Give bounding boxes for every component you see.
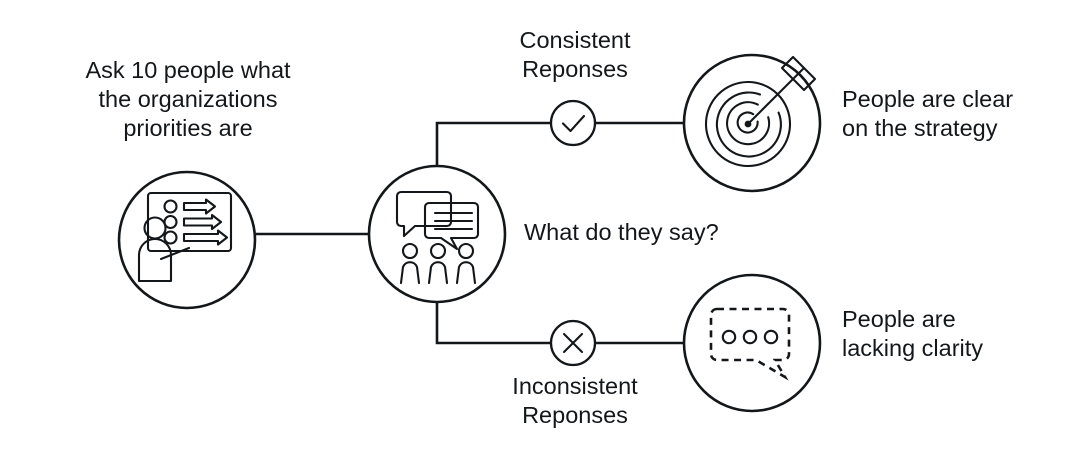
check-glyph xyxy=(561,114,586,133)
label-outcome-top: People are clear on the strategy xyxy=(842,86,1014,142)
speech-bubbles-people-icon xyxy=(395,190,480,285)
label-center-prompt: What do they say? xyxy=(524,219,719,245)
node-outcome-top-circle[interactable] xyxy=(682,53,822,193)
cross-glyph xyxy=(562,332,584,354)
dashed-speech-bubble-icon xyxy=(709,307,791,381)
presenter-whiteboard-icon xyxy=(137,191,233,283)
connector-center-to-cross xyxy=(435,302,551,345)
label-outcome-bottom: People are lacking clarity xyxy=(842,306,984,362)
target-arrow-icon xyxy=(704,55,817,168)
check-circle-icon[interactable] xyxy=(549,99,597,147)
label-start-question: Ask 10 people what the organizations pri… xyxy=(85,57,291,142)
connector-center-to-check xyxy=(435,121,551,166)
label-branch-bottom: Inconsistent Reponses xyxy=(512,373,638,429)
label-branch-top: Consistent Reponses xyxy=(519,27,631,83)
